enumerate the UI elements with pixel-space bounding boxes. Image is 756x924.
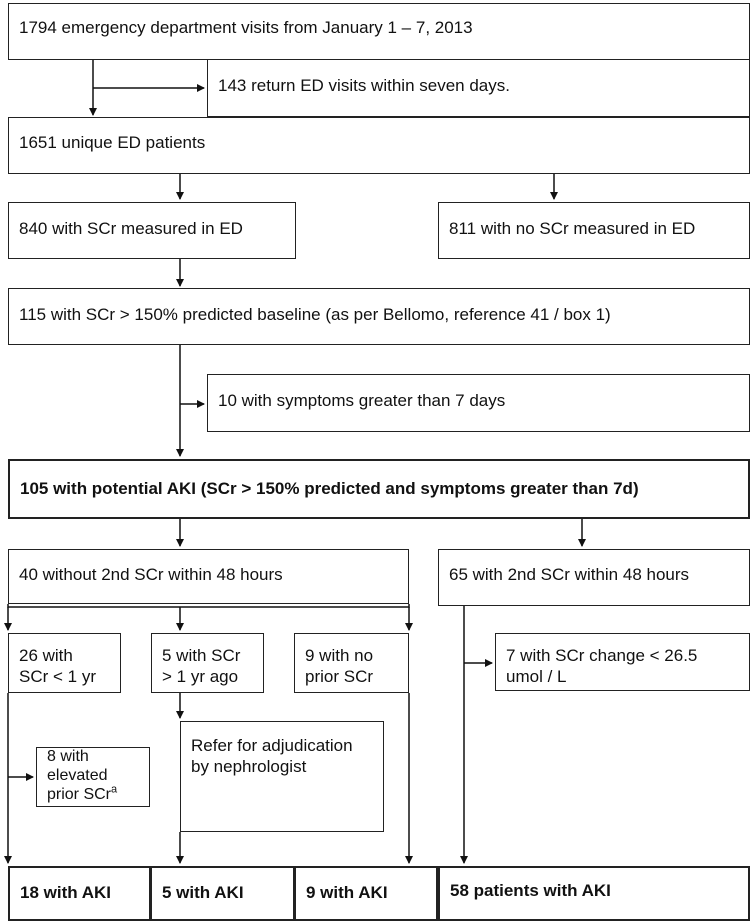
node-scr-change: 7 with SCr change < 26.5 umol / L [495,633,750,691]
node-no-scr-text: 811 with no SCr measured in ED [449,219,696,238]
node-scr-gt-1yr: 5 with SCr > 1 yr ago [151,633,264,693]
node-aki-9-text: 9 with AKI [306,883,388,902]
node-no-prior-scr: 9 with no prior SCr [294,633,409,693]
node-potential-aki: 105 with potential AKI (SCr > 150% predi… [8,459,750,519]
node-aki-9: 9 with AKI [294,866,438,921]
node-no-prior-scr-text: 9 with no prior SCr [305,646,374,686]
node-scr-gt-1yr-text: 5 with SCr > 1 yr ago [162,646,241,686]
node-aki-58-text: 58 patients with AKI [450,881,611,900]
node-refer-adjudication: Refer for adjudication by nephrologist [180,721,384,832]
node-scr-150-text: 115 with SCr > 150% predicted baseline (… [19,305,611,324]
node-scr-measured-text: 840 with SCr measured in ED [19,219,243,238]
node-potential-aki-text: 105 with potential AKI (SCr > 150% predi… [20,479,639,498]
node-returns-text: 143 return ED visits within seven days. [218,76,510,95]
node-with-2nd-text: 65 with 2nd SCr within 48 hours [449,565,690,584]
node-aki-5: 5 with AKI [150,866,295,921]
node-symptoms-excluded: 10 with symptoms greater than 7 days [207,374,750,432]
node-without-2nd: 40 without 2nd SCr within 48 hours [8,549,409,604]
connector-without-branches [7,604,410,608]
node-aki-18-text: 18 with AKI [20,883,111,902]
node-no-scr: 811 with no SCr measured in ED [438,202,750,259]
node-elevated-prior: 8 with elevated prior SCra [36,747,150,807]
node-scr-lt-1yr: 26 with SCr < 1 yr [8,633,121,693]
node-refer-adjudication-text: Refer for adjudication by nephrologist [191,736,353,776]
node-unique-text: 1651 unique ED patients [19,133,206,152]
node-aki-5-text: 5 with AKI [162,883,244,902]
node-symptoms-excluded-text: 10 with symptoms greater than 7 days [218,391,506,410]
node-scr-measured: 840 with SCr measured in ED [8,202,296,259]
node-with-2nd: 65 with 2nd SCr within 48 hours [438,549,750,606]
node-scr-lt-1yr-text: 26 with SCr < 1 yr [19,646,96,686]
node-unique: 1651 unique ED patients [8,117,750,174]
node-aki-18: 18 with AKI [8,866,151,921]
node-scr-150: 115 with SCr > 150% predicted baseline (… [8,288,750,345]
footnote-marker: a [111,783,118,796]
node-visits-text: 1794 emergency department visits from Ja… [19,18,473,37]
node-scr-change-text: 7 with SCr change < 26.5 umol / L [506,646,698,686]
node-visits: 1794 emergency department visits from Ja… [8,3,750,60]
node-aki-58: 58 patients with AKI [438,866,750,921]
node-elevated-prior-text: 8 with elevated prior SCr [47,748,112,803]
node-returns: 143 return ED visits within seven days. [207,59,750,117]
node-without-2nd-text: 40 without 2nd SCr within 48 hours [19,565,283,584]
